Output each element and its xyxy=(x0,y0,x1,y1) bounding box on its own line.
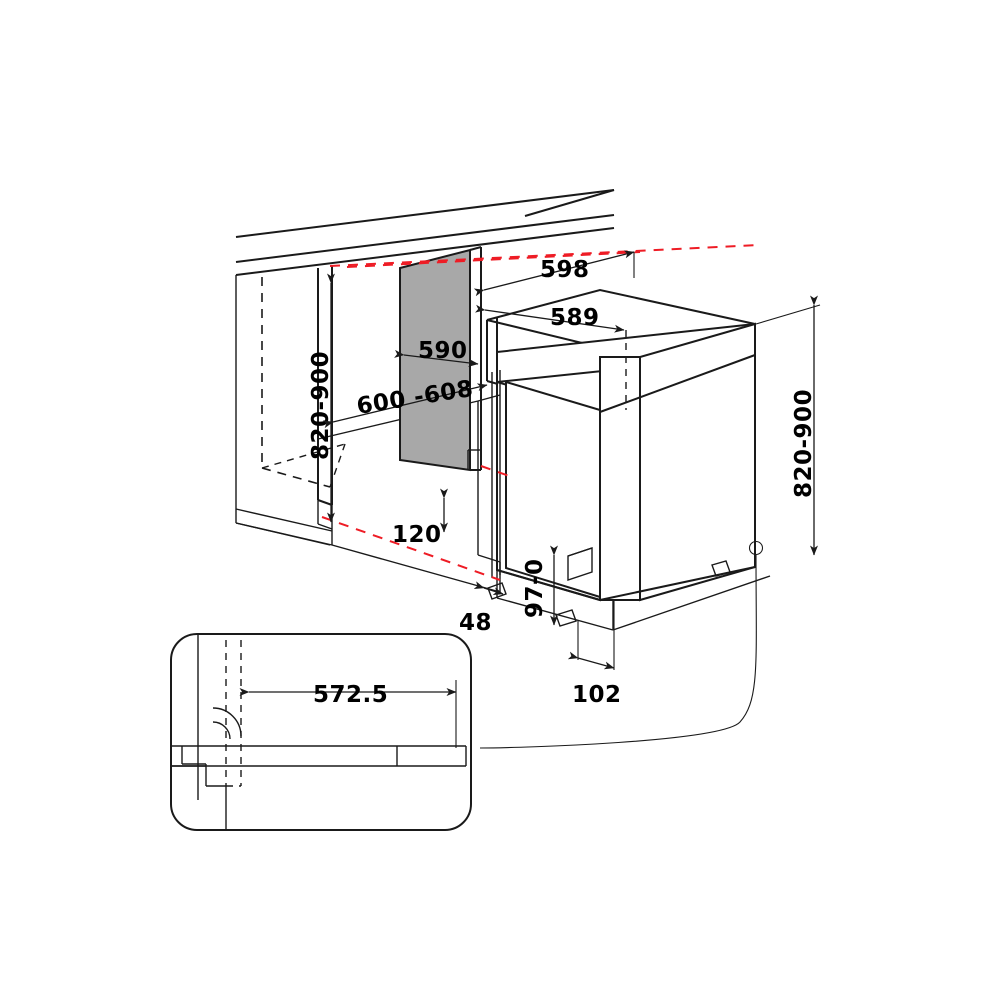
dim-label-598: 598 xyxy=(540,257,590,283)
dim-label-572-5: 572.5 xyxy=(313,682,388,708)
dim-foot-depth-102: 102 xyxy=(567,600,622,708)
dim-label-820-900-left: 820-900 xyxy=(308,351,334,460)
detail-inset-box: 572.5 xyxy=(170,633,472,831)
cabinet-niche xyxy=(235,189,615,546)
dim-label-102: 102 xyxy=(572,682,622,708)
dim-body-width-589: 589 xyxy=(475,304,627,410)
dim-label-590: 590 xyxy=(418,338,468,364)
dim-niche-width-590: 590 xyxy=(394,338,479,367)
appliance-body xyxy=(486,288,771,631)
dim-foot-offset-48: 48 xyxy=(459,581,504,636)
dim-label-820-900-right: 820-900 xyxy=(791,389,817,498)
leader-origin-marker xyxy=(748,540,764,556)
dim-plinth-height-97-0: 97-0 xyxy=(522,545,558,626)
dim-label-589: 589 xyxy=(550,305,600,331)
dim-label-97-0: 97-0 xyxy=(522,558,548,618)
dim-outer-width-598: 598 xyxy=(473,250,635,297)
detail-box-frame xyxy=(170,633,472,831)
dim-plinth-setback-120: 120 xyxy=(392,488,448,548)
dim-appliance-height-right: 820-900 xyxy=(755,295,821,556)
dim-label-120: 120 xyxy=(392,522,442,548)
dim-label-48: 48 xyxy=(459,610,492,636)
detail-leader-line xyxy=(479,540,764,749)
